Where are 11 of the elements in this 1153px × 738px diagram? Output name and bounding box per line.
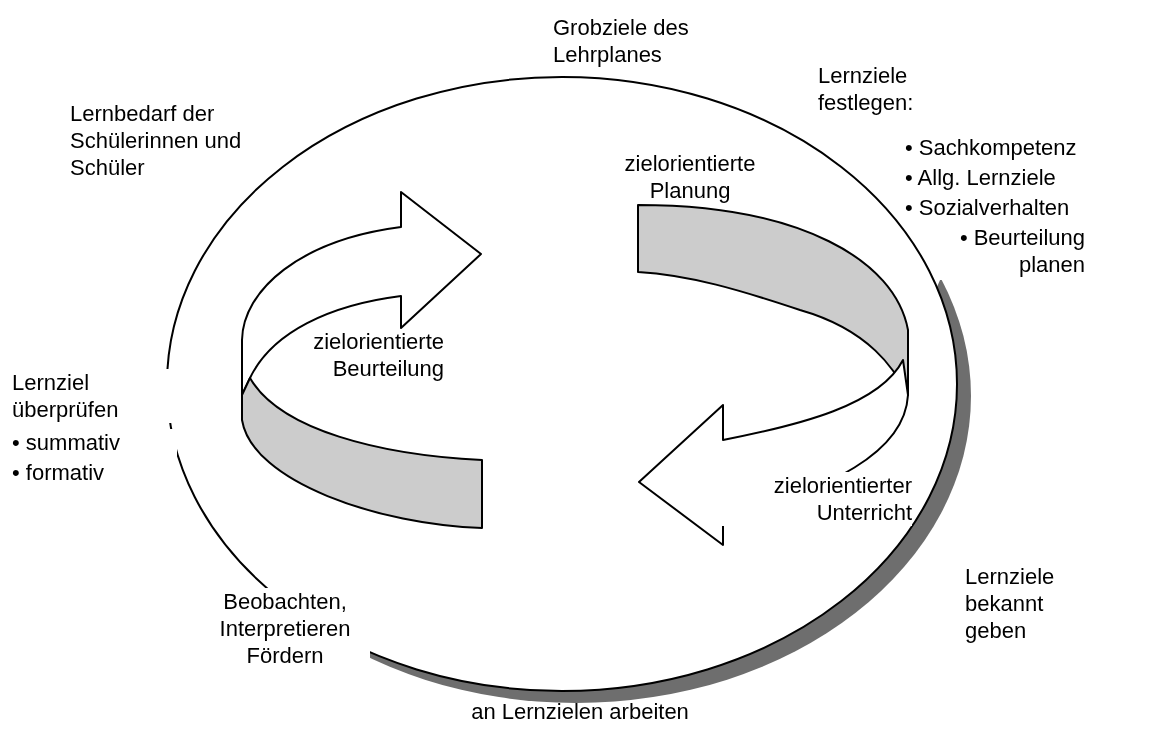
bullet-item: • summativ bbox=[12, 429, 177, 456]
bullet-item: • Beurteilung planen bbox=[958, 224, 1085, 278]
stage-label: an Lernzielen arbeiten bbox=[470, 698, 690, 725]
bullet-item: • Sozialverhalten bbox=[905, 194, 1071, 221]
bullet-item: • Sachkompetenz bbox=[905, 134, 1078, 161]
arrow-label: zielorientierte Beurteilung bbox=[312, 328, 444, 382]
bullet-item: • Allg. Lernziele bbox=[905, 164, 1057, 191]
stage-label: Grobziele des Lehrplanes bbox=[553, 14, 690, 68]
arrow-label: zielorientierte Planung bbox=[623, 150, 757, 204]
stage-label: Lernziele festlegen: bbox=[818, 62, 915, 116]
stage-label: Lernziele bekannt geben bbox=[965, 563, 1056, 644]
